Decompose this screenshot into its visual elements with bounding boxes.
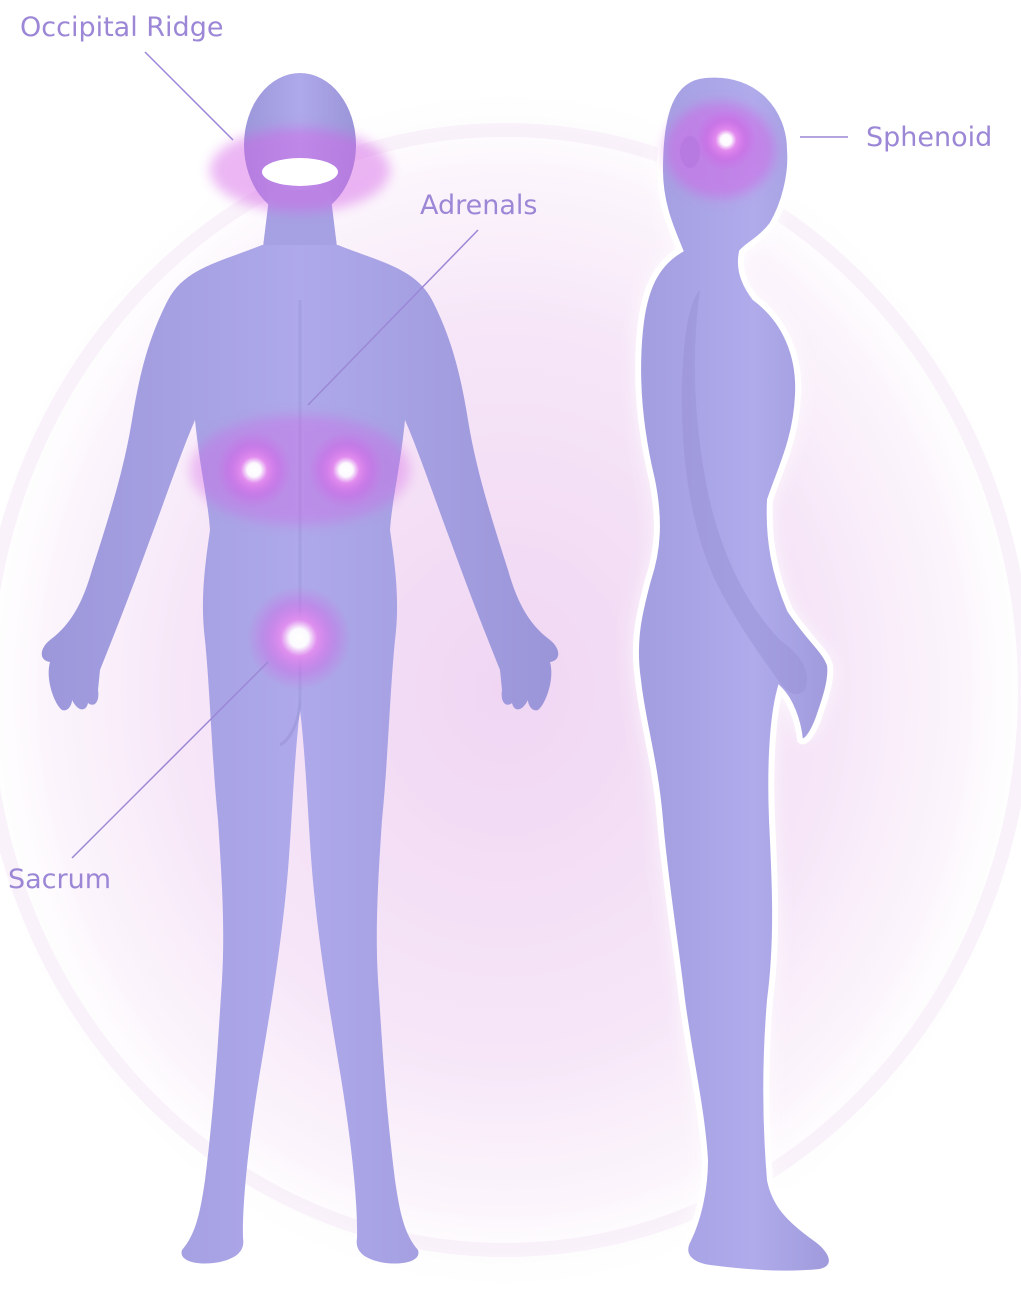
adrenal-left-hotspot [216,432,292,508]
sphenoid-hotspot [696,110,756,170]
adrenals-label: Adrenals [420,192,537,219]
occipital-hotspot [262,158,338,186]
sacrum-hotspot [247,586,351,690]
adrenal-right-hotspot [308,432,384,508]
sacrum-label: Sacrum [8,866,111,893]
occipital-ridge-label: Occipital Ridge [20,14,223,41]
sphenoid-label: Sphenoid [866,124,992,151]
